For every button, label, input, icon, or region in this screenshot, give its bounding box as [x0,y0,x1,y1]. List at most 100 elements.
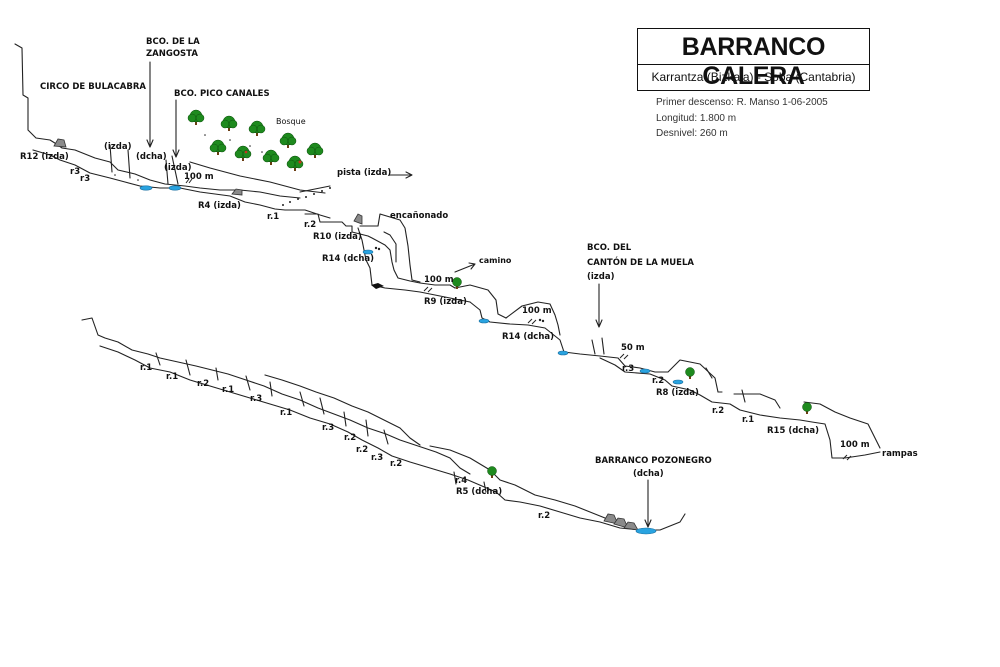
label-r2-h: r.2 [538,511,550,521]
label-canton-1: BCO. DEL [587,243,632,253]
distance-tick-4 [619,353,629,360]
pool-8 [635,527,657,535]
label-izda-1: (izda) [104,142,132,152]
canton-arrow [595,283,603,328]
tree-icon [306,142,324,158]
pool-4 [478,318,490,324]
label-r1-f: r.1 [280,408,292,418]
label-r14-b: R14 (dcha) [502,332,554,342]
tree-icon [286,155,304,171]
label-r2-d: r.2 [197,379,209,389]
zangosta-arrow [146,61,154,148]
anchor-dots [374,246,545,323]
label-pista: pista (izda) [337,168,391,178]
middle-rise [454,284,507,319]
distance-tick-2 [423,286,433,293]
canyon-wall-upper [14,43,301,199]
canyon-floor-right [599,357,881,459]
middle-rise-2 [505,301,561,336]
label-r2-a: r.2 [304,220,316,230]
label-r2-e: r.2 [344,433,356,443]
label-r2-c: r.2 [712,406,724,416]
label-r3-c: r.3 [622,364,634,374]
tree-icon [209,139,227,155]
distance-tick-3 [527,318,537,325]
rock-4 [603,513,619,525]
black-rock [371,283,384,289]
label-bosque: Bosque [276,117,306,126]
rock-3 [353,213,363,225]
tree-icon [452,277,462,289]
zangosta-tributary-2 [127,149,131,179]
lower-floor [99,345,686,531]
canyon-wall-right [599,355,723,393]
tree-icon [262,149,280,165]
lower-wall-top [81,317,471,475]
label-encanonado: encañonado [390,211,448,221]
label-100m-c: 100 m [522,306,552,316]
canyon-floor-upper [32,149,331,219]
tree-icon [187,109,205,125]
label-r8: R8 (izda) [656,388,699,398]
encanonado-inner [383,231,397,263]
diagram-subtitle: Karrantza (Bizkaia) - Soba (Cantabria) [651,70,856,84]
pool-7 [672,379,684,385]
distance-tick-1 [185,178,193,184]
label-izda-2: (izda) [164,163,192,173]
label-r1-c: r.1 [140,363,152,373]
label-r3-a: r3 [70,167,80,177]
label-100m-a: 100 m [184,172,214,182]
lower-wall-ticks [155,352,487,493]
tree-icon [802,402,812,414]
label-pico-canales: BCO. PICO CANALES [174,89,270,99]
label-canton-3: (izda) [587,272,615,282]
drop-text: Desnivel: 260 m [656,128,728,139]
rock-1 [53,138,67,148]
label-50m: 50 m [621,343,645,353]
tree-icon [234,145,252,161]
label-zangosta-1: BCO. DE LA [146,37,200,47]
first-descent-text: Primer descenso: R. Manso 1-06-2005 [656,97,828,108]
valley-slope-upper [189,161,326,194]
lower-wall-3 [429,445,606,519]
zangosta-tributary [109,144,113,173]
label-r4-b: r.4 [455,476,467,486]
label-circo: CIRCO DE BULACABRA [40,82,146,92]
label-r15: R15 (dcha) [767,426,819,436]
pozonegro-arrow [644,479,652,528]
length-text: Longitud: 1.800 m [656,113,737,124]
label-r2-g: r.2 [390,459,402,469]
label-r4: R4 (izda) [198,201,241,211]
title-box: BARRANCO CALERA Karrantza (Bizkaia) - So… [637,28,870,91]
pool-5 [557,350,569,356]
label-pozonegro-2: (dcha) [633,469,664,479]
label-r1-b: r.1 [742,415,754,425]
canyon-wall-middle [304,213,456,289]
label-zangosta-2: ZANGOSTA [146,49,198,59]
label-r9: R9 (izda) [424,297,467,307]
pico-canales-arrow [172,99,180,158]
rock-6 [623,521,639,531]
camino-arrow [454,262,476,273]
rock-5 [613,517,629,529]
label-camino: camino [479,256,512,265]
label-r1-a: r.1 [267,212,279,222]
label-r1-e: r.1 [222,385,234,395]
label-r12: R12 (izda) [20,152,69,162]
pool-1 [139,185,153,191]
tree-icon [279,132,297,148]
pool-2 [168,185,182,191]
tree-icon [487,466,497,478]
pista-line [299,185,331,193]
label-dcha-1: (dcha) [136,152,167,162]
label-r2-f: r.2 [356,445,368,455]
label-canton-2: CANTÓN DE LA MUELA [587,256,694,268]
title-divider [638,64,869,65]
canyon-floor-middle-2 [469,301,601,357]
label-pozonegro-1: BARRANCO POZONEGRO [595,456,712,466]
pool-3 [362,249,374,255]
label-r3-b: r3 [80,174,90,184]
pool-6 [639,368,651,374]
tree-icon [248,120,266,136]
